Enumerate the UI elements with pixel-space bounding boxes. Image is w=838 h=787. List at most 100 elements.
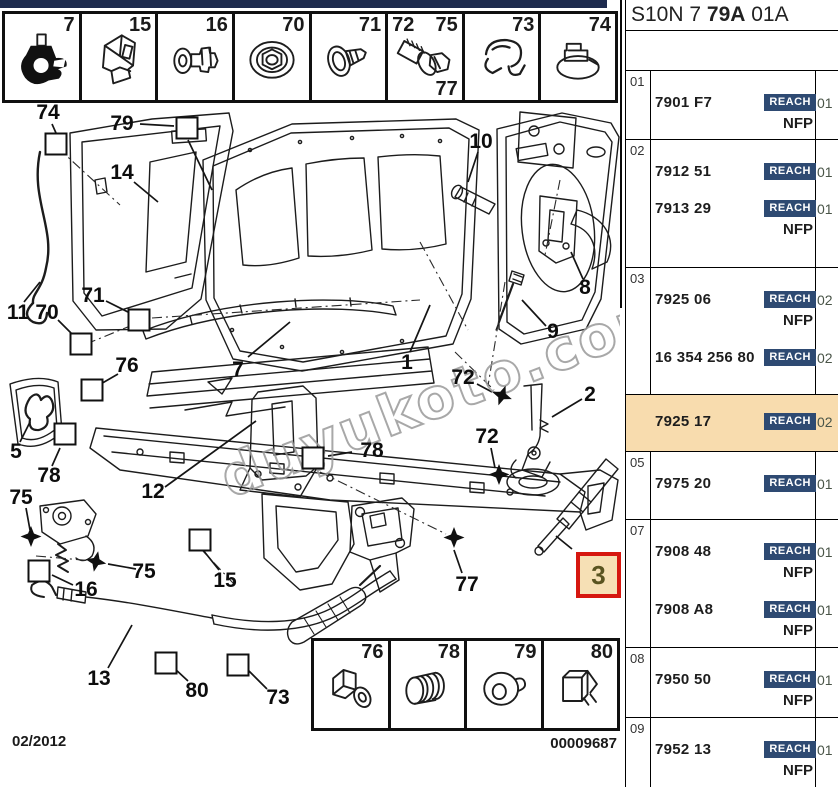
- section-number: 05: [630, 455, 645, 470]
- reach-badge[interactable]: REACH: [764, 671, 816, 688]
- section-number: 09: [630, 721, 645, 736]
- reach-badge[interactable]: REACH: [764, 163, 816, 180]
- reach-badge[interactable]: REACH: [764, 94, 816, 111]
- hook-clip-icon: [20, 33, 67, 85]
- legend-part-number: 77: [435, 78, 458, 100]
- column-divider: [650, 452, 651, 519]
- legend-cell-70: 70: [231, 14, 309, 100]
- quantity: 01: [817, 544, 833, 560]
- legend-part-number: 71: [358, 14, 382, 36]
- legend-cell-72: 72 75 77: [385, 14, 462, 100]
- nfp-label: NFP: [783, 221, 813, 238]
- reach-badge[interactable]: REACH: [764, 543, 816, 560]
- selected-part-callout[interactable]: 3: [576, 552, 621, 598]
- legend-part-number: 78: [437, 641, 460, 663]
- reach-badge[interactable]: REACH: [764, 200, 816, 217]
- diagram-number: 00009687: [550, 735, 617, 752]
- section-number: 02: [630, 143, 645, 158]
- part-number: 7912 51: [655, 163, 712, 180]
- legend-part-number: 7: [63, 14, 75, 36]
- square-clip-icon: [562, 669, 599, 706]
- column-divider: [650, 140, 651, 267]
- diagram-date: 02/2012: [12, 733, 67, 750]
- legend-part-number: 72: [392, 14, 415, 36]
- legend-part-number: 73: [512, 14, 535, 36]
- legend-part-number: 75: [435, 14, 458, 36]
- quantity: 01: [817, 201, 833, 217]
- part-number: 7952 13: [655, 741, 712, 758]
- catalog-code-suffix: 01A: [745, 3, 789, 26]
- pad-clip-icon: [556, 42, 600, 80]
- legend-cell-78: 78: [387, 641, 465, 728]
- part-number: 7913 29: [655, 200, 712, 217]
- quantity: 01: [817, 672, 833, 688]
- reach-badge[interactable]: REACH: [764, 475, 816, 492]
- dome-fastener-icon: [483, 671, 526, 706]
- quantity: 02: [817, 350, 833, 366]
- column-divider: [815, 268, 816, 394]
- quantity: 02: [817, 292, 833, 308]
- reach-badge[interactable]: REACH: [764, 601, 816, 618]
- legend-part-number: 74: [588, 14, 611, 36]
- nfp-label: NFP: [783, 692, 813, 709]
- reach-badge[interactable]: REACH: [764, 291, 816, 308]
- quantity: 01: [817, 476, 833, 492]
- legend-cell-71: 71: [308, 14, 386, 100]
- legend-cell-74: 74: [538, 14, 615, 100]
- column-divider: [650, 268, 651, 394]
- reach-badge[interactable]: REACH: [764, 349, 816, 366]
- section-number: 01: [630, 74, 645, 89]
- watermark: duyukoto.com: [212, 277, 686, 511]
- reach-badge[interactable]: REACH: [764, 741, 816, 758]
- legend-cell-7: 7: [5, 14, 79, 100]
- legend-part-number: 16: [205, 14, 228, 36]
- nfp-label: NFP: [783, 622, 813, 639]
- barrel-clip-icon: [331, 668, 372, 708]
- ribbed-grommet-icon: [405, 671, 446, 705]
- section-number: 07: [630, 523, 645, 538]
- oval-rivet-icon: [327, 45, 368, 77]
- top-accent-bar: [0, 0, 607, 8]
- column-divider: [650, 648, 651, 717]
- legend-cell-73: 73: [461, 14, 539, 100]
- quantity: 01: [817, 602, 833, 618]
- quantity: 01: [817, 95, 833, 111]
- nfp-label: NFP: [783, 762, 813, 779]
- legend-cell-76: 76: [314, 641, 388, 728]
- reach-badge[interactable]: REACH: [764, 413, 816, 430]
- part-number: 7901 F7: [655, 94, 713, 111]
